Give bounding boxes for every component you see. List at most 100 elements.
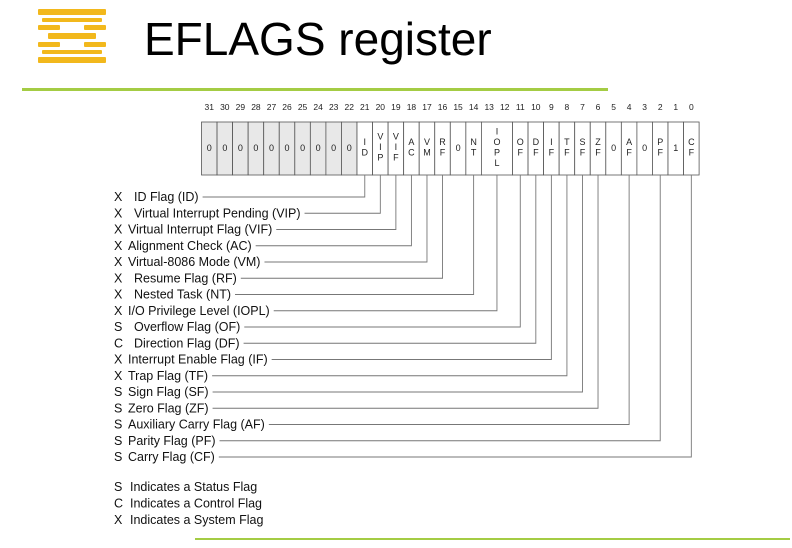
legend-kind: C bbox=[114, 497, 123, 511]
legend-kind: S bbox=[114, 480, 122, 494]
register-cell-label: 0 bbox=[316, 143, 321, 153]
flag-name: Carry Flag (CF) bbox=[128, 450, 215, 464]
bit-number: 30 bbox=[220, 102, 230, 112]
flag-kind: S bbox=[114, 434, 122, 448]
register-cell-label: 0 bbox=[331, 143, 336, 153]
flag-leader-lines bbox=[202, 175, 692, 458]
bit-number: 1 bbox=[673, 102, 678, 112]
register-cell-label: 1 bbox=[673, 143, 678, 153]
flag-kind: C bbox=[114, 336, 123, 350]
flag-list: X ID Flag (ID) X Virtual Interrupt Pending … bbox=[114, 190, 301, 464]
bit-number: 20 bbox=[376, 102, 386, 112]
register-cell-label: 0 bbox=[611, 143, 616, 153]
flag-kind: S bbox=[114, 418, 122, 432]
flag-kind: X bbox=[114, 271, 123, 285]
flag-name: Nested Task (NT) bbox=[134, 288, 231, 302]
flag-kind: X bbox=[114, 255, 123, 269]
bit-number: 28 bbox=[251, 102, 261, 112]
bit-number: 12 bbox=[500, 102, 510, 112]
flag-kind: X bbox=[114, 304, 123, 318]
leader-line bbox=[268, 175, 630, 425]
leader-line bbox=[304, 175, 381, 214]
bit-number: 18 bbox=[407, 102, 417, 112]
flag-name: Sign Flag (SF) bbox=[128, 385, 209, 399]
leader-line bbox=[202, 175, 366, 198]
bit-number: 19 bbox=[391, 102, 401, 112]
bit-number: 22 bbox=[344, 102, 354, 112]
leader-line bbox=[212, 175, 568, 377]
bit-number: 8 bbox=[565, 102, 570, 112]
flag-name: Zero Flag (ZF) bbox=[128, 401, 209, 415]
bit-number: 2 bbox=[658, 102, 663, 112]
register-cell-label: 0 bbox=[456, 143, 461, 153]
flag-name: Virtual-8086 Mode (VM) bbox=[128, 255, 260, 269]
flag-kind: X bbox=[114, 223, 123, 237]
leader-line bbox=[244, 175, 521, 328]
register-cell-label: 0 bbox=[269, 143, 274, 153]
register-cell-label: 0 bbox=[300, 143, 305, 153]
flag-name: Alignment Check (AC) bbox=[128, 239, 252, 253]
register-cell-label: 0 bbox=[285, 143, 290, 153]
flag-name: Direction Flag (DF) bbox=[134, 336, 240, 350]
bit-number: 24 bbox=[313, 102, 323, 112]
leader-line bbox=[276, 175, 397, 230]
register-cell-label: 0 bbox=[238, 143, 243, 153]
bit-number: 15 bbox=[453, 102, 463, 112]
bit-number: 16 bbox=[438, 102, 448, 112]
leader-line bbox=[212, 175, 583, 393]
flag-kind: X bbox=[114, 239, 123, 253]
leader-line bbox=[219, 175, 661, 442]
bit-number: 4 bbox=[627, 102, 632, 112]
register-cell-label: 0 bbox=[253, 143, 258, 153]
bit-number: 23 bbox=[329, 102, 339, 112]
page-title: EFLAGS register bbox=[144, 13, 492, 65]
legend-text: Indicates a Status Flag bbox=[130, 480, 257, 494]
bit-number: 9 bbox=[549, 102, 554, 112]
bit-number: 5 bbox=[611, 102, 616, 112]
flag-kind: X bbox=[114, 369, 123, 383]
flag-kind: S bbox=[114, 450, 122, 464]
bit-number: 7 bbox=[580, 102, 585, 112]
register-cell-label: 0 bbox=[222, 143, 227, 153]
flag-kind: X bbox=[114, 288, 123, 302]
flag-name: ID Flag (ID) bbox=[134, 190, 199, 204]
bit-number: 17 bbox=[422, 102, 432, 112]
title-divider bbox=[22, 88, 608, 91]
leader-line bbox=[240, 175, 443, 279]
legend-text: Indicates a System Flag bbox=[130, 513, 263, 527]
leader-line bbox=[273, 175, 498, 312]
register-cell-label: 0 bbox=[642, 143, 647, 153]
bit-number: 31 bbox=[205, 102, 215, 112]
logo bbox=[38, 7, 106, 69]
bit-number: 21 bbox=[360, 102, 370, 112]
flag-name: Parity Flag (PF) bbox=[128, 434, 216, 448]
bit-number: 0 bbox=[689, 102, 694, 112]
bit-number: 25 bbox=[298, 102, 308, 112]
flag-kind: X bbox=[114, 206, 123, 220]
flag-name: I/O Privilege Level (IOPL) bbox=[128, 304, 270, 318]
bit-number: 3 bbox=[642, 102, 647, 112]
register-cell bbox=[480, 121, 513, 176]
bit-number: 11 bbox=[516, 102, 525, 112]
flag-name: Virtual Interrupt Pending (VIP) bbox=[134, 206, 301, 220]
bit-number: 29 bbox=[236, 102, 246, 112]
flag-name: Trap Flag (TF) bbox=[128, 369, 208, 383]
flag-name: Interrupt Enable Flag (IF) bbox=[128, 353, 268, 367]
footer-divider bbox=[195, 538, 790, 540]
